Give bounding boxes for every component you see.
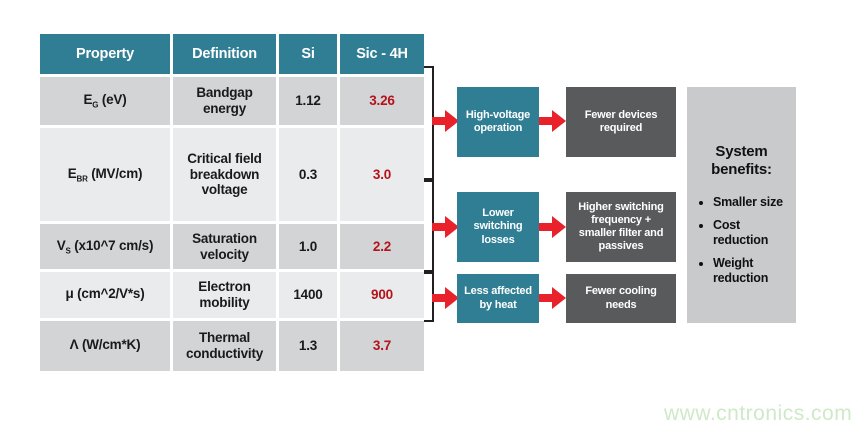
- cell-sic-breakdown: 3.0: [340, 128, 424, 221]
- cell-si-thermal: 1.3: [279, 321, 337, 371]
- column-header-sic-4h: Sic - 4H: [340, 34, 424, 74]
- property-comparison-table: Property Definition Si Sic - 4H EG (eV) …: [40, 34, 424, 371]
- cell-definition-saturation: Saturation velocity: [173, 224, 276, 269]
- cell-sic-bandgap: 3.26: [340, 77, 424, 125]
- cell-si-saturation: 1.0: [279, 224, 337, 269]
- cell-sic-thermal: 3.7: [340, 321, 424, 371]
- system-benefits-panel: System benefits: Smaller size Cost reduc…: [687, 87, 796, 323]
- cell-si-breakdown: 0.3: [279, 128, 337, 221]
- flow-box-higher-switching-frequency: Higher switching frequency + smaller fil…: [566, 192, 676, 262]
- cell-sic-mobility: 900: [340, 272, 424, 318]
- benefit-item-cost-reduction: Cost reduction: [713, 218, 788, 247]
- flow-box-fewer-cooling-needs: Fewer cooling needs: [566, 274, 676, 323]
- cell-property-breakdown: EBR (MV/cm): [40, 128, 170, 221]
- cell-definition-mobility: Electron mobility: [173, 272, 276, 318]
- cell-definition-bandgap: Bandgap energy: [173, 77, 276, 125]
- benefit-item-smaller-size: Smaller size: [713, 195, 788, 209]
- column-header-si: Si: [279, 34, 337, 74]
- cell-property-bandgap: EG (eV): [40, 77, 170, 125]
- system-benefits-title: System benefits:: [711, 143, 772, 178]
- system-benefits-list: Smaller size Cost reduction Weight reduc…: [695, 195, 788, 285]
- cell-si-mobility: 1400: [279, 272, 337, 318]
- cell-definition-breakdown: Critical field breakdown voltage: [173, 128, 276, 221]
- right-arrow-icon: [539, 110, 566, 132]
- right-arrow-icon: [432, 287, 459, 309]
- flow-box-less-affected-by-heat: Less affected by heat: [457, 274, 539, 323]
- cell-si-bandgap: 1.12: [279, 77, 337, 125]
- cell-definition-thermal: Thermal conductivity: [173, 321, 276, 371]
- cell-property-mobility: μ (cm^2/V*s): [40, 272, 170, 318]
- right-arrow-icon: [432, 216, 459, 238]
- right-arrow-icon: [539, 287, 566, 309]
- column-header-property: Property: [40, 34, 170, 74]
- flow-box-lower-switching-losses: Lower switching losses: [457, 192, 539, 262]
- watermark-text: www.cntronics.com: [664, 402, 851, 425]
- column-header-definition: Definition: [173, 34, 276, 74]
- cell-property-thermal: Λ (W/cm*K): [40, 321, 170, 371]
- flow-box-high-voltage-operation: High-voltage operation: [457, 87, 539, 157]
- cell-sic-saturation: 2.2: [340, 224, 424, 269]
- right-arrow-icon: [539, 216, 566, 238]
- benefit-item-weight-reduction: Weight reduction: [713, 256, 788, 285]
- cell-property-saturation: VS (x10^7 cm/s): [40, 224, 170, 269]
- right-arrow-icon: [432, 110, 459, 132]
- flow-box-fewer-devices: Fewer devices required: [566, 87, 676, 157]
